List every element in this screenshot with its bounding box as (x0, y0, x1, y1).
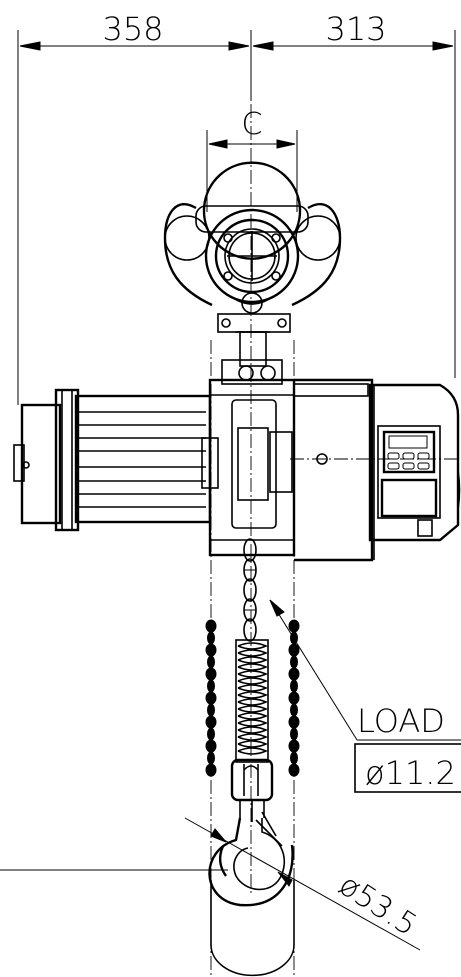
stacked-chain-link (237, 677, 269, 685)
slack-chain-link (205, 643, 217, 657)
keypad-button (417, 462, 430, 470)
slack-chain-link (288, 715, 300, 729)
slack-chain-link (290, 703, 298, 717)
slack-chain-link (205, 691, 217, 705)
load-chain (243, 538, 257, 642)
slack-chain-link (288, 667, 300, 681)
keypad-button (402, 462, 415, 470)
chain-stack (235, 639, 269, 763)
stacked-chain-link (237, 747, 269, 755)
keypad-button (387, 452, 400, 460)
stacked-chain-link (237, 663, 269, 671)
c-dimension-group: C (206, 107, 298, 212)
hook (208, 811, 294, 907)
stacked-chain-link (237, 712, 269, 720)
chain-diameter-text: ø11.2 (365, 754, 456, 792)
slack-chain-link (205, 715, 217, 729)
hoist-body (201, 359, 374, 562)
hook-block (230, 758, 274, 822)
stacked-chain-link (237, 726, 269, 734)
stacked-chain-link (237, 649, 269, 657)
keypad-button (402, 452, 415, 460)
stacked-chain-link (237, 670, 269, 678)
trolley-wheel (204, 208, 300, 304)
stacked-chain-link (237, 691, 269, 699)
stacked-chain-link (237, 684, 269, 692)
slack-chain-link (207, 679, 215, 693)
slack-chain-link (290, 679, 298, 693)
slack-chain-link (207, 631, 215, 645)
trolley (163, 161, 342, 367)
load-callout: LOAD ø11.2 (269, 599, 461, 793)
slack-chain-link (207, 655, 215, 669)
controller-box (368, 383, 461, 560)
slack-chain-link (290, 727, 298, 741)
slack-chain-link (288, 643, 300, 657)
slack-chain-left (205, 619, 217, 777)
controller-display (382, 430, 436, 474)
slack-chain-link (207, 751, 215, 765)
slack-chain-link (288, 619, 300, 633)
load-label-text: LOAD (357, 702, 445, 740)
slack-chain-link (207, 727, 215, 741)
slack-chain-link (290, 751, 298, 765)
slack-chain-link (205, 739, 217, 753)
dimension-358-text: 358 (102, 10, 163, 48)
hook-diameter-text: ø53.5 (332, 868, 422, 944)
slack-chain-link (207, 703, 215, 717)
slack-chain-link (288, 739, 300, 753)
motor (13, 388, 212, 532)
keypad-button (387, 462, 400, 470)
dimension-313-text: 313 (325, 10, 386, 48)
stacked-chain-link (237, 642, 269, 650)
controller-panel (377, 425, 441, 519)
chain-diameter-box (354, 743, 461, 793)
stacked-chain-link (237, 698, 269, 706)
keypad-button (417, 452, 430, 460)
slack-chain-link (205, 619, 217, 633)
stacked-chain-link (237, 740, 269, 748)
keypad (387, 452, 430, 470)
slack-chain-link (288, 763, 300, 777)
slack-chain-right (288, 619, 300, 777)
stacked-chain-link (237, 733, 269, 741)
slack-chain-link (205, 667, 217, 681)
dimension-c-text: C (242, 107, 263, 142)
stacked-chain-link (237, 719, 269, 727)
slack-chain-link (288, 691, 300, 705)
top-dimension-group: 358 313 (17, 10, 456, 405)
stacked-chain-link (237, 656, 269, 664)
slack-chain-link (290, 655, 298, 669)
slack-chain-link (205, 763, 217, 777)
hook-clearance-outline (210, 880, 295, 977)
stacked-chain-link (237, 705, 269, 713)
